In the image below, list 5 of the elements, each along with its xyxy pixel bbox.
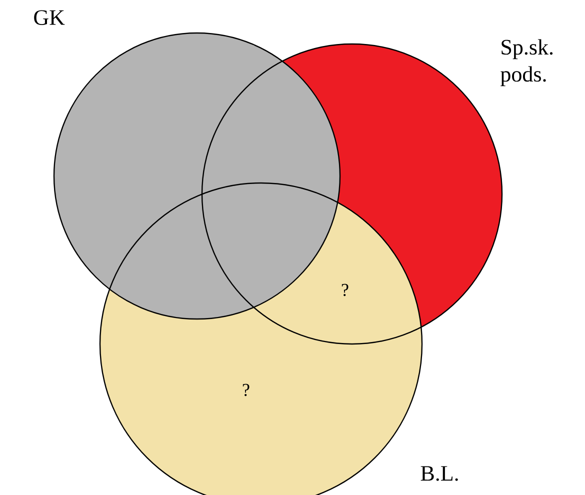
- question-mark: ?: [242, 384, 250, 396]
- set-label: GK: [34, 10, 65, 25]
- set-label: Sp.sk. pods.: [500, 39, 553, 86]
- set-label: B.L.: [420, 466, 458, 481]
- question-mark: ?: [342, 284, 348, 296]
